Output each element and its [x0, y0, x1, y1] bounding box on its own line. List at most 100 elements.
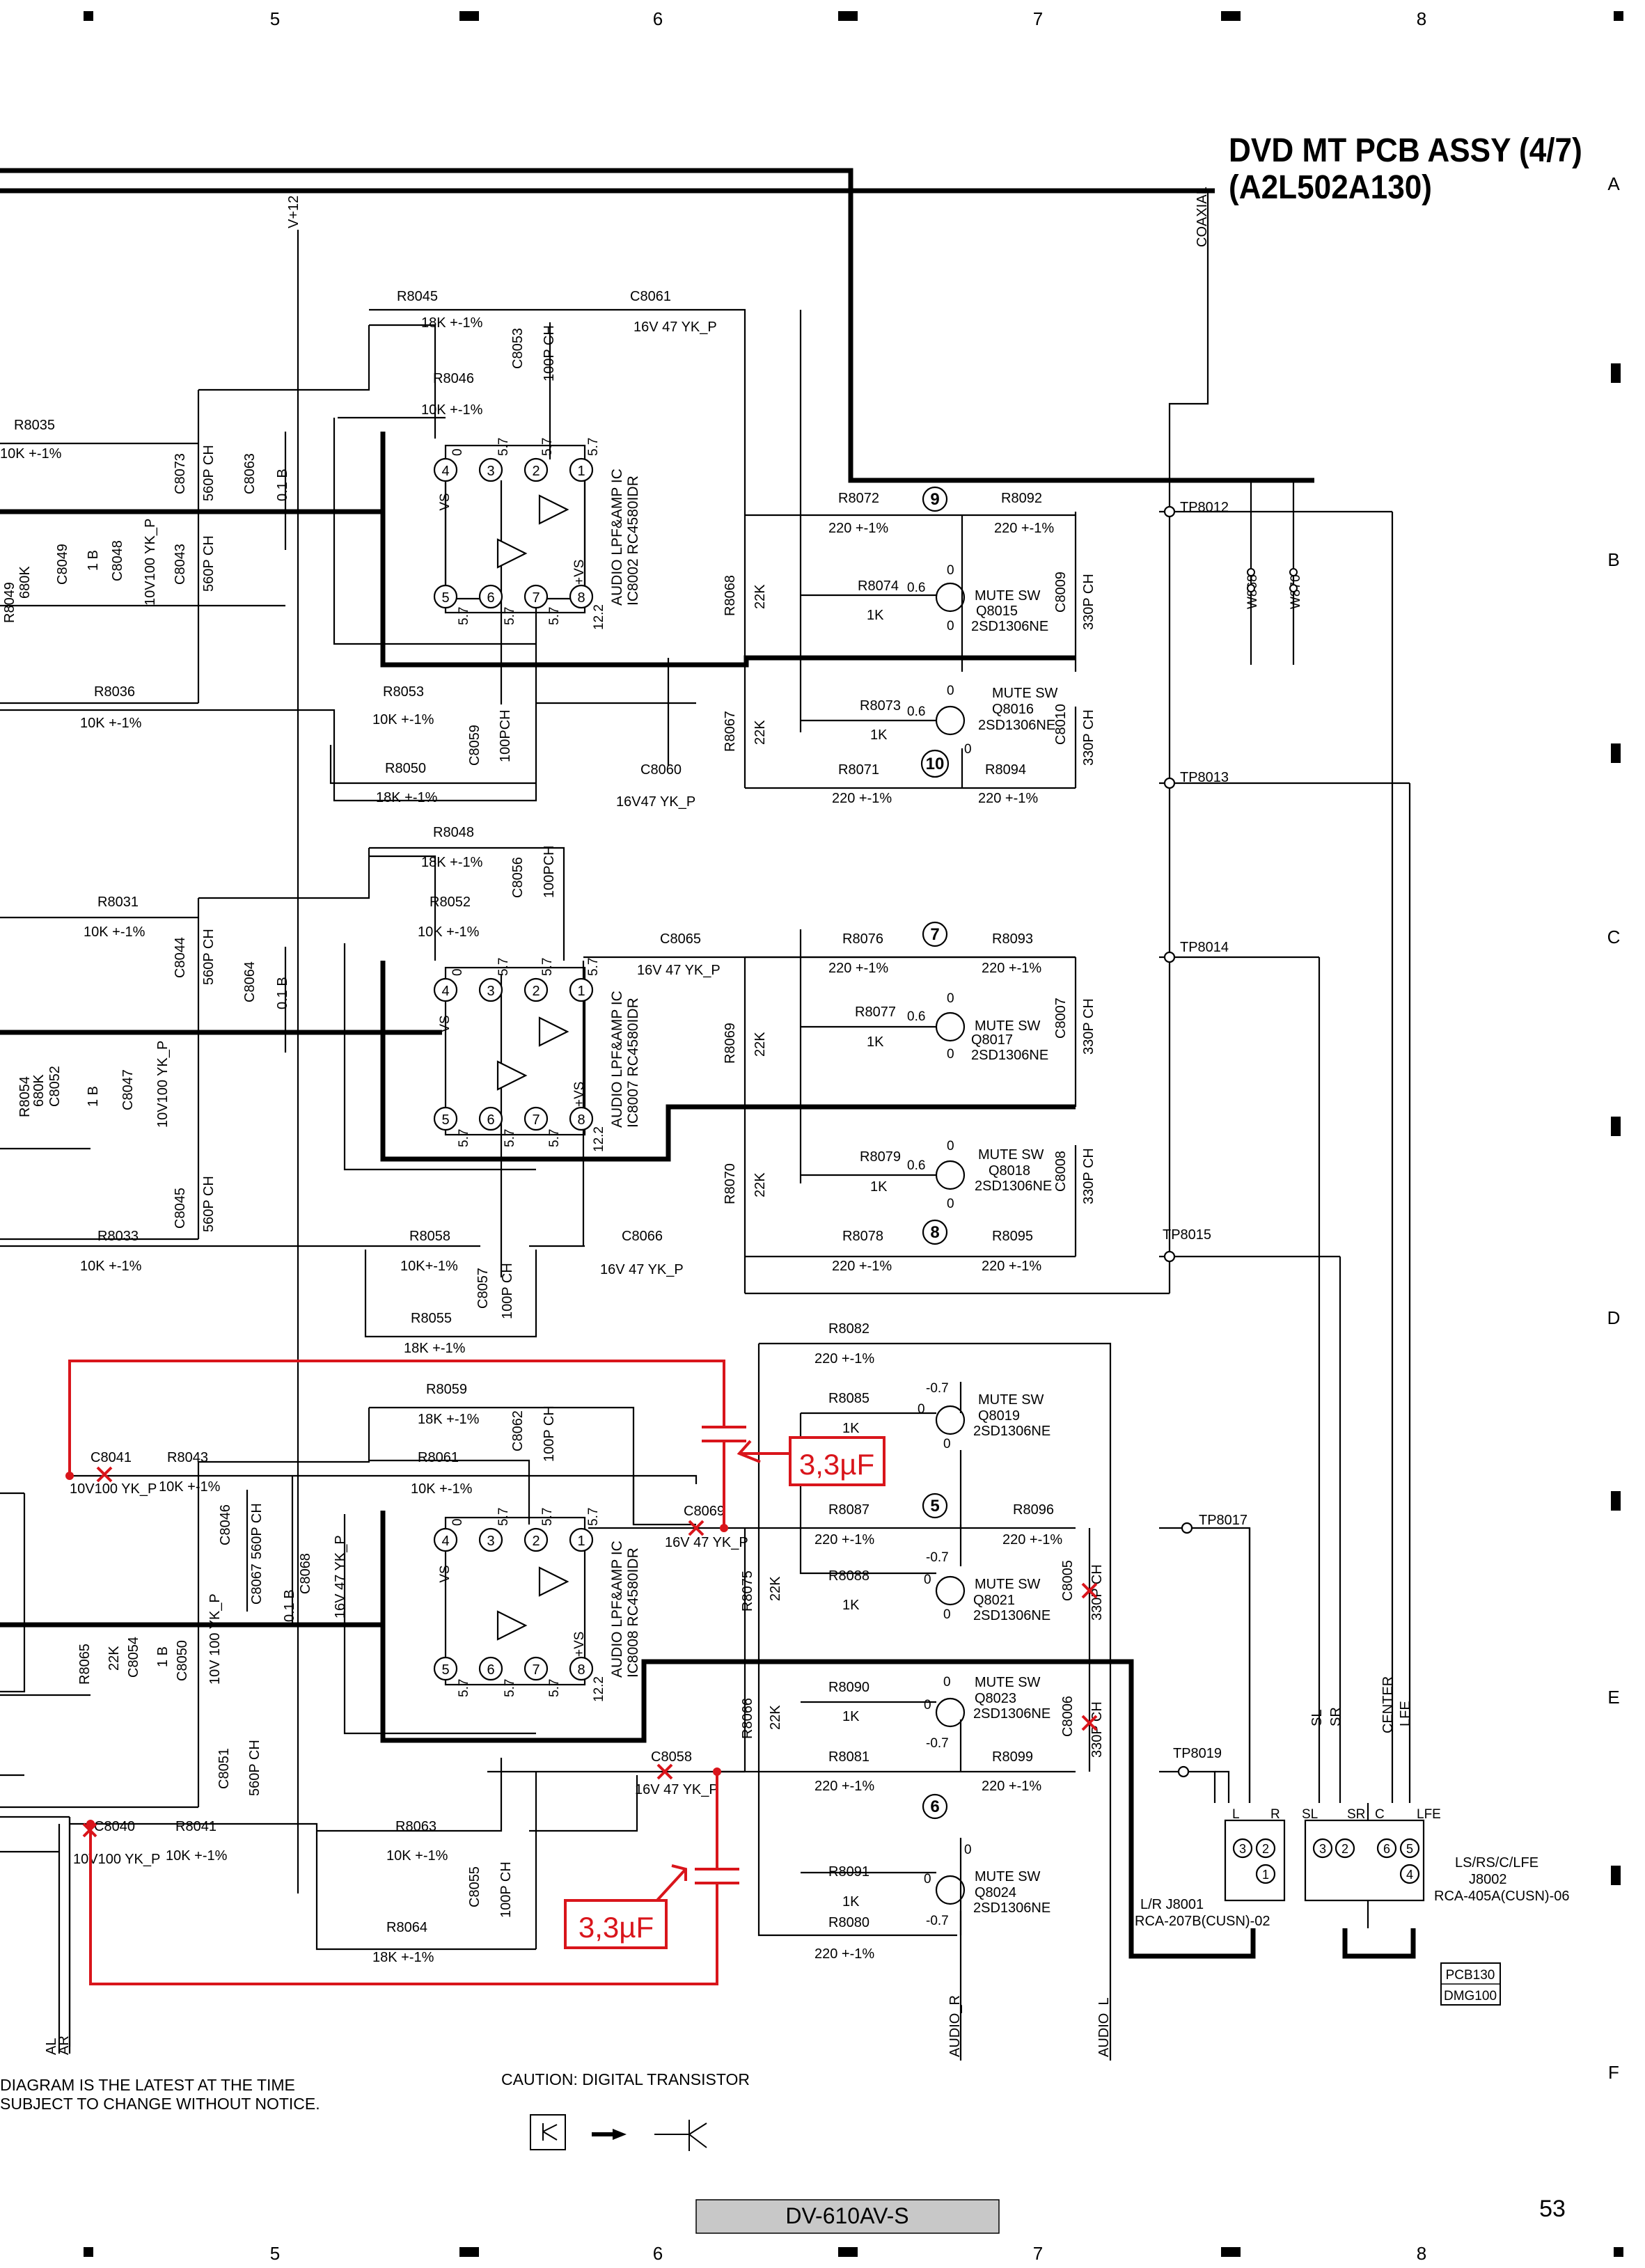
- svg-text:5.7: 5.7: [540, 958, 555, 976]
- svg-text:L/R J8001: L/R J8001: [1140, 1897, 1204, 1912]
- svg-text:18K +-1%: 18K +-1%: [421, 855, 483, 870]
- svg-text:5.7: 5.7: [547, 1679, 562, 1697]
- svg-text:10K +-1%: 10K +-1%: [166, 1848, 228, 1864]
- svg-text:7: 7: [532, 590, 540, 606]
- svg-text:R8090: R8090: [828, 1680, 869, 1695]
- svg-text:5.7: 5.7: [503, 607, 517, 625]
- pcb-box: PCB130 DMG100: [1440, 1962, 1501, 2006]
- svg-text:2SD1306NE: 2SD1306NE: [975, 1179, 1052, 1194]
- svg-text:MUTE SW: MUTE SW: [975, 1018, 1041, 1034]
- svg-text:0: 0: [947, 991, 954, 1006]
- svg-text:+VS: +VS: [572, 1082, 587, 1107]
- svg-text:C8045: C8045: [173, 1188, 188, 1229]
- model-name: DV-610AV-S: [785, 2203, 908, 2228]
- svg-text:C8051: C8051: [217, 1748, 232, 1789]
- svg-text:100P CH: 100P CH: [500, 1263, 515, 1319]
- resistor-labels-vertical: R8049 680K R8068 22K R8067 22K R8054 680…: [2, 566, 783, 1739]
- svg-text:MUTE SW: MUTE SW: [975, 588, 1041, 604]
- svg-text:C8073: C8073: [173, 453, 188, 494]
- svg-text:10K +-1%: 10K +-1%: [411, 1481, 473, 1497]
- svg-text:C8055: C8055: [467, 1866, 482, 1907]
- svg-text:4: 4: [1406, 1868, 1413, 1882]
- ic8007-ref: IC8007 RC4580IDR: [625, 998, 641, 1128]
- svg-text:0: 0: [947, 1139, 954, 1153]
- svg-text:MUTE SW: MUTE SW: [975, 1577, 1041, 1592]
- svg-text:10K +-1%: 10K +-1%: [80, 716, 142, 731]
- svg-text:R8077: R8077: [855, 1005, 896, 1020]
- grid-row-B: B: [1607, 549, 1619, 570]
- connector-j8001: 3 2 1 L R L/R J8001 RCA-207B(CUSN)-02: [1135, 1807, 1286, 1929]
- svg-text:12.2: 12.2: [592, 1126, 606, 1152]
- svg-text:220 +-1%: 220 +-1%: [832, 1259, 892, 1274]
- svg-text:10K +-1%: 10K +-1%: [0, 446, 62, 462]
- svg-text:10V100 YK_P: 10V100 YK_P: [70, 1481, 157, 1497]
- svg-text:R8053: R8053: [383, 684, 424, 700]
- svg-text:0.1 B: 0.1 B: [282, 1589, 297, 1622]
- svg-text:10K +-1%: 10K +-1%: [80, 1259, 142, 1274]
- svg-text:16V 47 YK_P: 16V 47 YK_P: [665, 1535, 748, 1550]
- svg-text:R8079: R8079: [860, 1149, 901, 1165]
- ic8008-symbol: [444, 1516, 586, 1686]
- svg-text:0.1 B: 0.1 B: [275, 977, 290, 1009]
- svg-text:1K: 1K: [842, 1421, 860, 1436]
- svg-text:C8010: C8010: [1053, 704, 1069, 745]
- svg-text:C8046: C8046: [218, 1504, 233, 1545]
- svg-text:220 +-1%: 220 +-1%: [978, 791, 1038, 806]
- svg-text:5.7: 5.7: [586, 438, 601, 456]
- svg-text:J8002: J8002: [1469, 1872, 1507, 1887]
- grid-col-6: 6: [653, 8, 663, 29]
- svg-text:Q8016: Q8016: [992, 702, 1034, 717]
- svg-text:0: 0: [964, 1843, 972, 1857]
- svg-text:+VS: +VS: [572, 1632, 587, 1657]
- svg-text:5.7: 5.7: [540, 438, 555, 456]
- svg-text:C8057: C8057: [475, 1268, 491, 1309]
- svg-text:8: 8: [577, 1662, 585, 1678]
- signal-wires: [0, 191, 1411, 2061]
- svg-text:3: 3: [487, 464, 494, 479]
- ic-voltage-labels: 0 5.7 5.7 5.7 -VS +VS 5.7 5.7 5.7 12.2 0…: [438, 438, 606, 1702]
- ic8002-desc: AUDIO LPF&AMP IC: [609, 468, 625, 606]
- svg-text:0.1 B: 0.1 B: [275, 468, 290, 501]
- svg-text:16V 47 YK_P: 16V 47 YK_P: [635, 1782, 718, 1797]
- svg-text:5.7: 5.7: [586, 1508, 601, 1526]
- jumpers: W868 W870: [1245, 568, 1303, 609]
- ic8007-symbol: [444, 966, 586, 1136]
- svg-text:5: 5: [930, 1497, 939, 1515]
- svg-text:C8056: C8056: [510, 857, 526, 898]
- svg-text:4: 4: [441, 984, 449, 999]
- svg-text:10K+-1%: 10K+-1%: [400, 1259, 458, 1274]
- svg-text:C8043: C8043: [173, 544, 188, 585]
- svg-text:5: 5: [441, 590, 449, 606]
- grid-col-8: 8: [1417, 8, 1426, 29]
- svg-text:18K +-1%: 18K +-1%: [418, 1412, 480, 1427]
- svg-text:Q8024: Q8024: [975, 1885, 1016, 1900]
- svg-text:2SD1306NE: 2SD1306NE: [973, 1900, 1050, 1916]
- svg-text:R8073: R8073: [860, 698, 901, 714]
- svg-text:SR: SR: [1347, 1807, 1365, 1822]
- svg-text:R8076: R8076: [842, 931, 883, 947]
- svg-text:TP8017: TP8017: [1199, 1513, 1247, 1528]
- svg-text:C8059: C8059: [467, 725, 482, 766]
- svg-text:0: 0: [947, 619, 954, 633]
- svg-text:R8074: R8074: [858, 578, 899, 594]
- net-audio-r: AUDIO_R: [947, 1995, 963, 2057]
- net-sl: SL: [1309, 1710, 1325, 1726]
- svg-text:C8050: C8050: [175, 1640, 190, 1681]
- svg-text:0.6: 0.6: [907, 704, 925, 719]
- svg-text:7: 7: [930, 925, 939, 944]
- grid-col-5: 5: [270, 8, 280, 29]
- svg-text:2: 2: [532, 984, 540, 999]
- svg-text:2: 2: [532, 464, 540, 479]
- svg-text:R8067: R8067: [723, 711, 738, 752]
- svg-text:MUTE SW: MUTE SW: [975, 1675, 1041, 1690]
- grid-markers: 5 6 7 8 5 6 7 8 A B C D E F: [84, 8, 1623, 2264]
- svg-text:R8066: R8066: [740, 1698, 755, 1739]
- svg-text:C8065: C8065: [660, 931, 701, 947]
- svg-text:100PCH: 100PCH: [542, 845, 557, 898]
- svg-text:8: 8: [577, 1112, 585, 1128]
- svg-text:-0.7: -0.7: [926, 1381, 949, 1396]
- svg-text:R8096: R8096: [1013, 1502, 1054, 1518]
- svg-text:1K: 1K: [870, 1179, 888, 1195]
- svg-text:0.6: 0.6: [907, 581, 925, 595]
- svg-text:R8087: R8087: [828, 1502, 869, 1518]
